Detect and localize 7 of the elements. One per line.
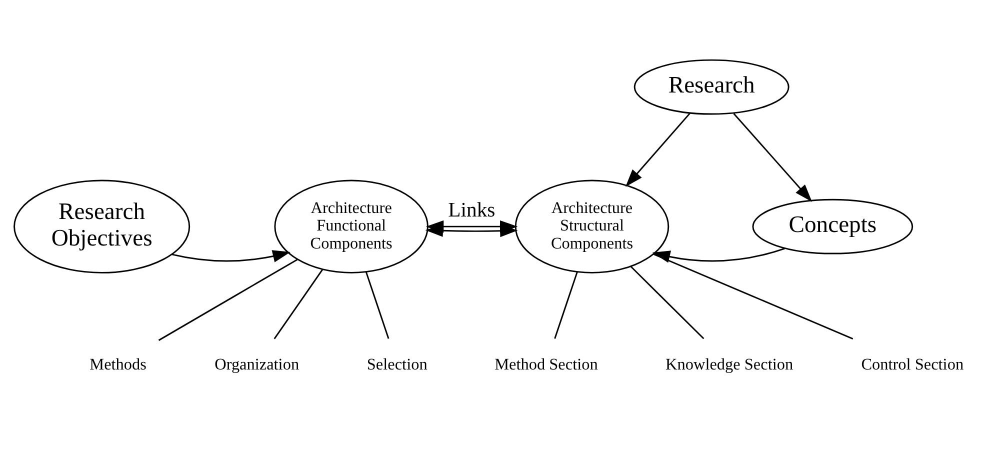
node-text: Organization bbox=[214, 355, 300, 374]
node-text: Knowledge Section bbox=[666, 355, 794, 374]
node-text: Method Section bbox=[494, 355, 598, 374]
edge-label: Links bbox=[448, 199, 496, 222]
node-text: Methods bbox=[90, 355, 146, 374]
node-text: Control Section bbox=[861, 355, 964, 374]
node-text: Selection bbox=[366, 355, 428, 374]
